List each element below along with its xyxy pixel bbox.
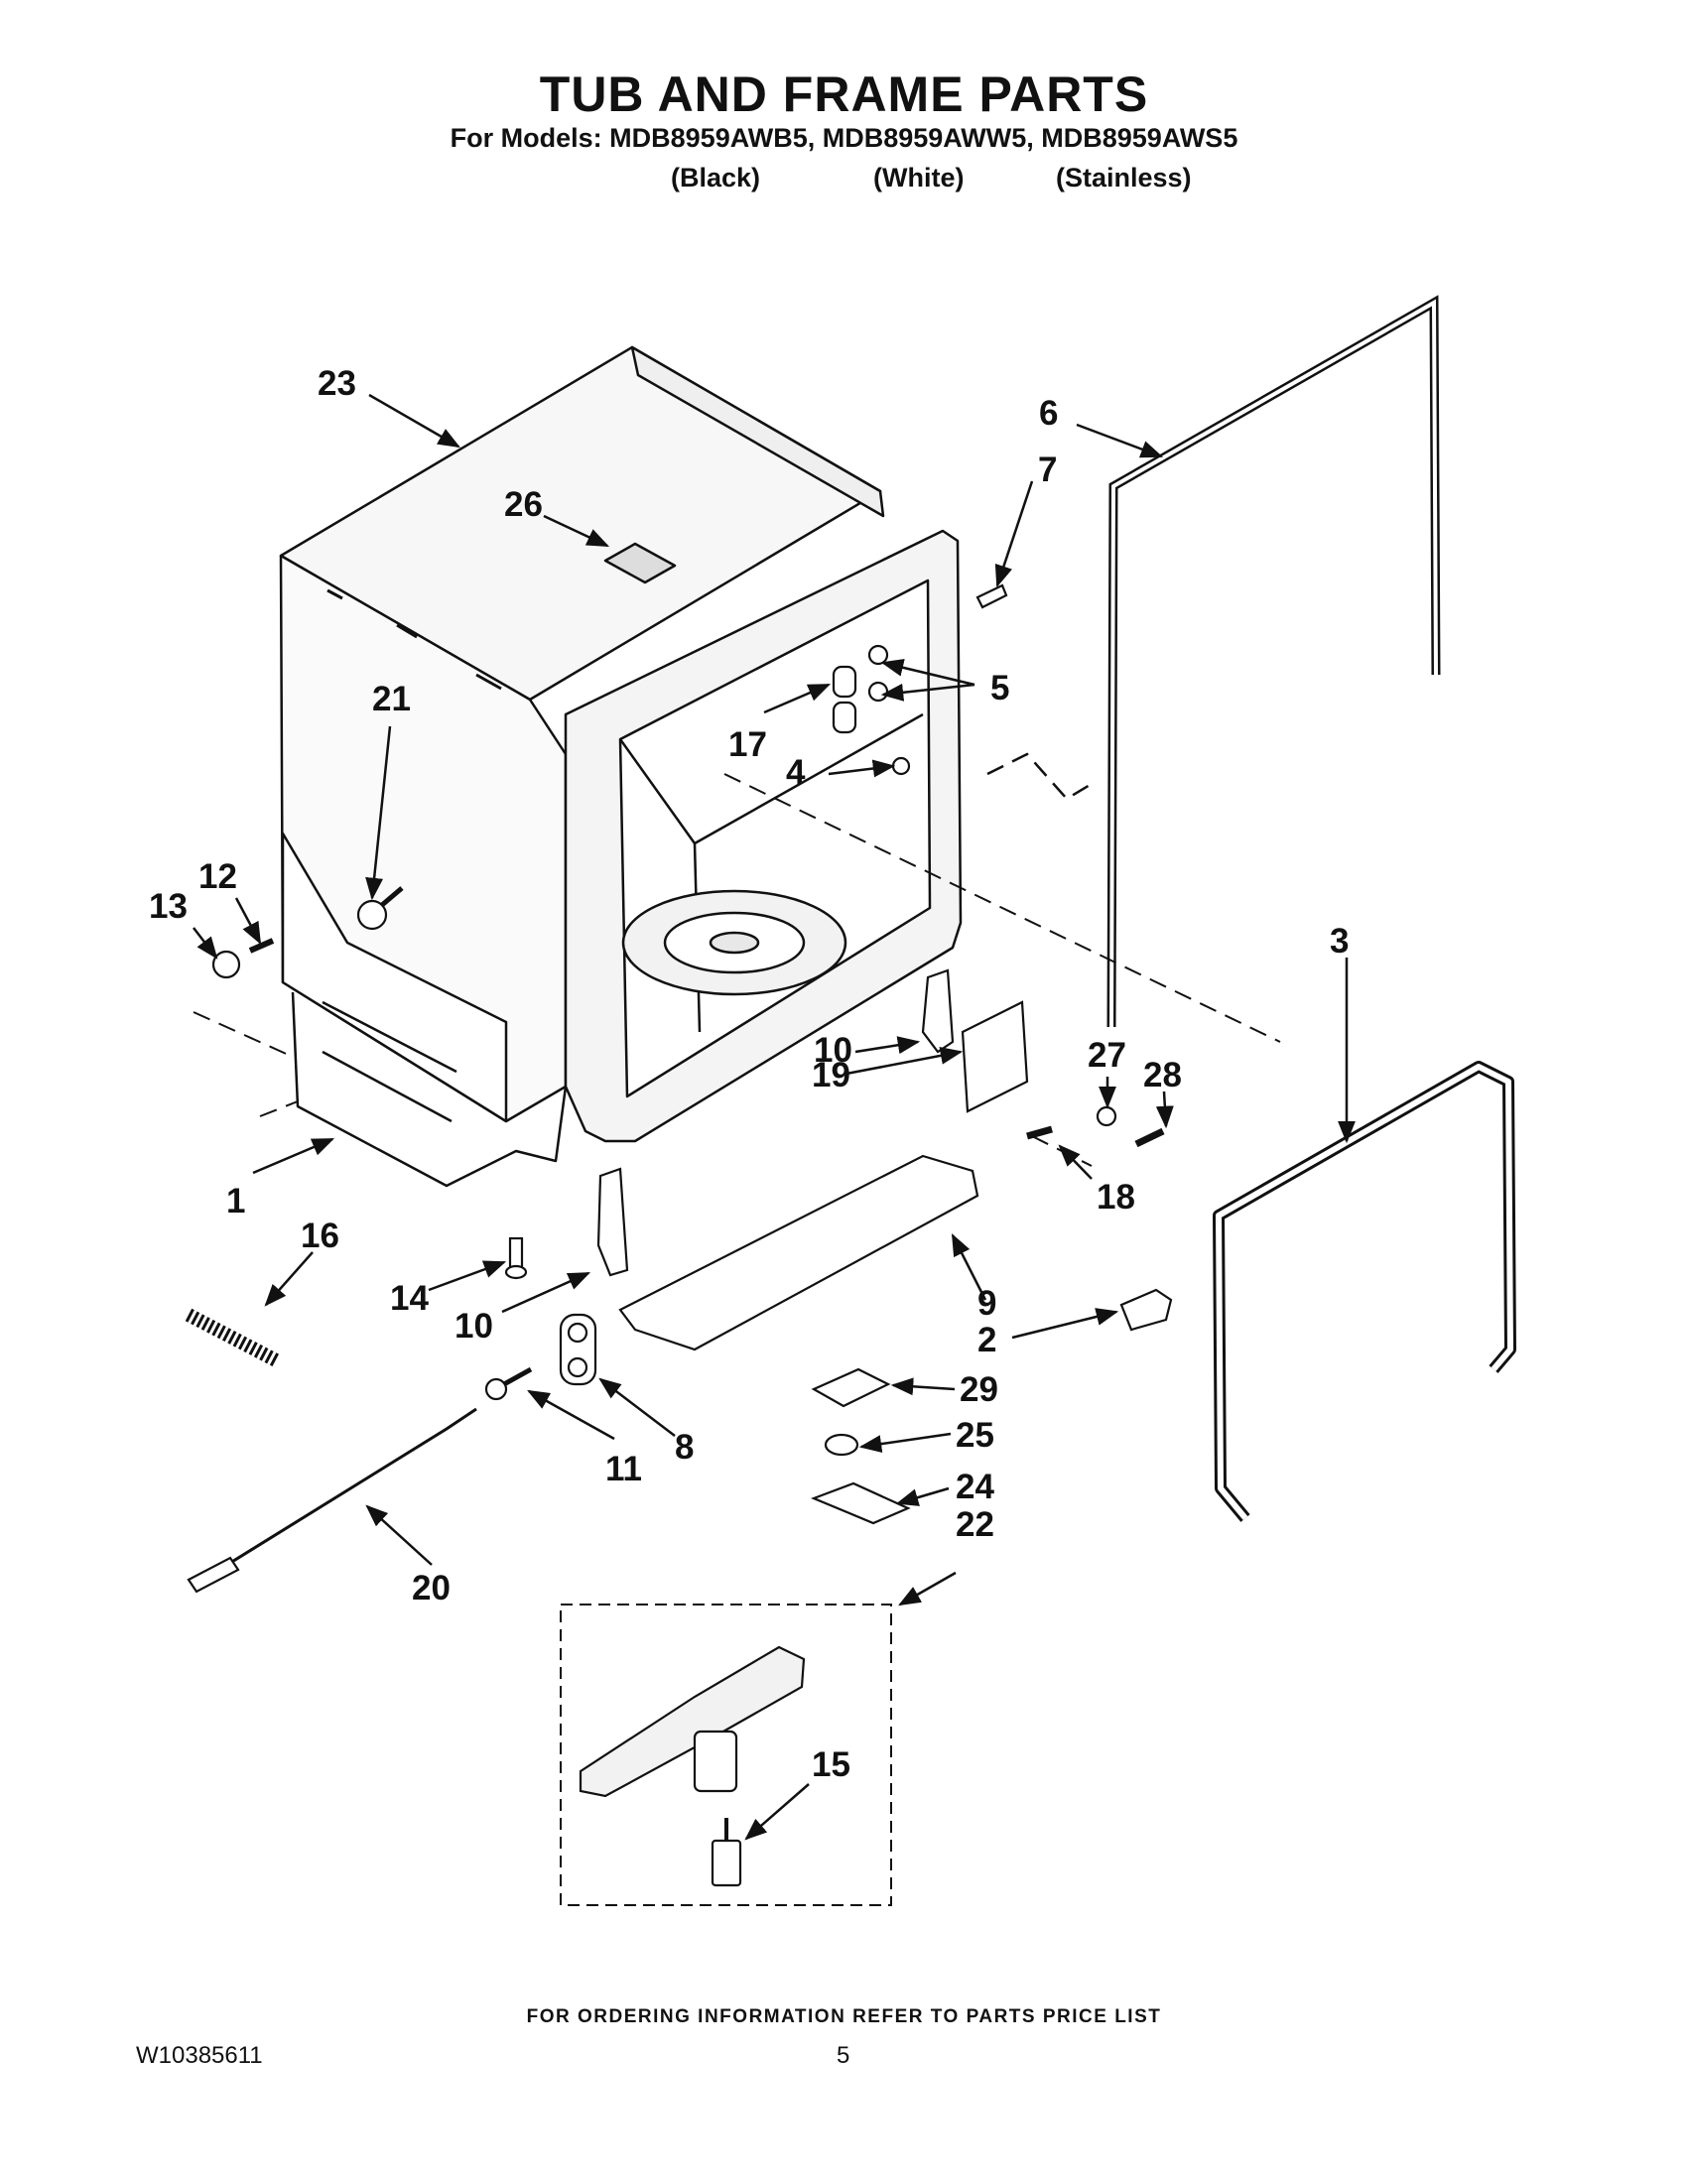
callout-16: 16 [301, 1217, 339, 1255]
callout-24: 24 [956, 1468, 994, 1506]
callout-23: 23 [318, 364, 356, 403]
callout-25: 25 [956, 1416, 994, 1455]
callout-20: 20 [412, 1569, 451, 1607]
page-title: TUB AND FRAME PARTS [539, 66, 1149, 122]
variant-stainless: (Stainless) [1056, 163, 1192, 193]
document-number: W10385611 [136, 2042, 263, 2069]
callout-18: 18 [1097, 1178, 1135, 1217]
callout-1: 1 [226, 1182, 245, 1220]
callout-14: 14 [390, 1279, 429, 1318]
callout-26: 26 [504, 485, 543, 524]
models-subtitle: For Models: MDB8959AWB5, MDB8959AWW5, MD… [450, 123, 1238, 153]
callout-19: 19 [812, 1056, 850, 1094]
callout-13: 13 [149, 887, 188, 926]
callout-15: 15 [812, 1745, 850, 1784]
ordering-note: FOR ORDERING INFORMATION REFER TO PARTS … [526, 2006, 1162, 2027]
callout-28: 28 [1143, 1056, 1182, 1094]
callout-29: 29 [960, 1370, 998, 1409]
variant-black: (Black) [671, 163, 761, 193]
variant-white: (White) [873, 163, 965, 193]
callout-12: 12 [198, 857, 237, 896]
callout-6: 6 [1039, 394, 1058, 433]
callout-2: 2 [977, 1321, 996, 1359]
callout-27: 27 [1088, 1036, 1126, 1075]
callout-5: 5 [990, 669, 1009, 707]
callout-21: 21 [372, 680, 411, 718]
callout-8: 8 [675, 1428, 694, 1467]
callout-22: 22 [956, 1505, 994, 1544]
tub-assembly [279, 345, 963, 1188]
page-number: 5 [837, 2042, 850, 2069]
callout-11: 11 [605, 1450, 642, 1488]
callout-17: 17 [728, 725, 767, 764]
callout-10-upper: 10 [814, 1031, 852, 1070]
callout-3: 3 [1330, 922, 1349, 961]
door-gasket [1106, 295, 1441, 1028]
callout-4: 4 [786, 753, 806, 792]
callout-9: 9 [977, 1284, 996, 1323]
callout-7: 7 [1038, 450, 1057, 489]
callout-10-lower: 10 [454, 1307, 493, 1346]
part-22-detail-box [560, 1604, 892, 1906]
